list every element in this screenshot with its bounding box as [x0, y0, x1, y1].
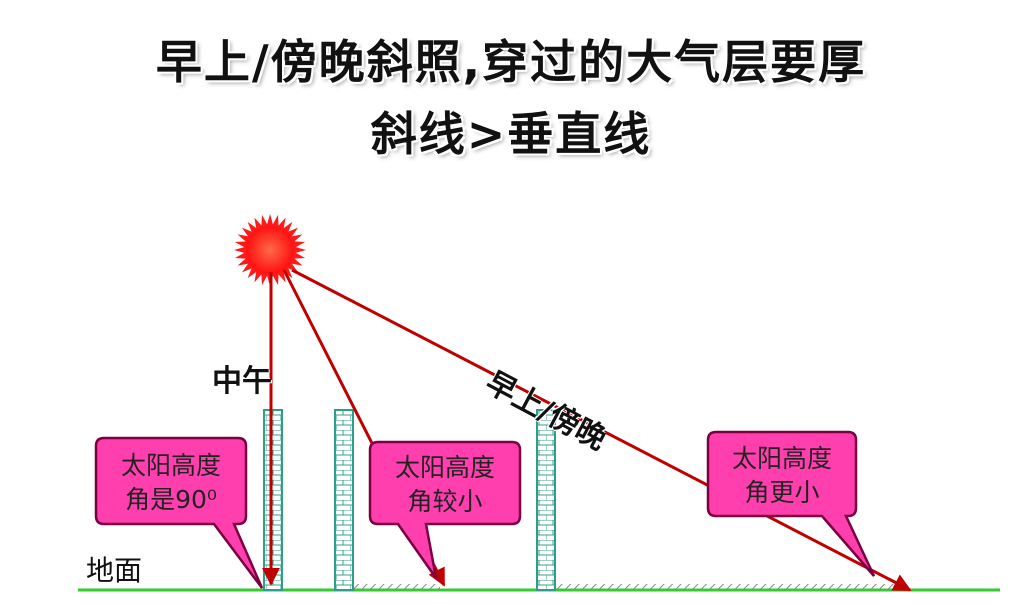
callout-noon-line2: 角是90⁰ [125, 485, 217, 514]
ground-label: 地面 [86, 554, 143, 587]
callout-smallest-line1: 太阳高度 [732, 444, 832, 473]
title-line-1: 早上/傍晚斜照,穿过的大气层要厚 [155, 35, 867, 89]
wall-3 [536, 409, 556, 591]
ground-hatch-1 [352, 584, 440, 590]
callout-noon: 太阳高度 角是90⁰ [94, 436, 264, 589]
noon-label: 中午 [212, 364, 272, 399]
sun-icon [234, 214, 306, 286]
title-line-2: 斜线>垂直线 [370, 107, 652, 161]
callout-smaller-line1: 太阳高度 [395, 453, 495, 482]
callout-smallest-line2: 角更小 [744, 478, 819, 507]
callout-smaller-line2: 角较小 [407, 487, 482, 516]
wall-2 [334, 409, 354, 591]
ray-evening [291, 268, 912, 592]
callout-noon-line1: 太阳高度 [121, 451, 221, 480]
wall-1 [263, 409, 283, 591]
ground-hatch-2 [555, 584, 900, 590]
callout-smaller-angle: 太阳高度 角较小 [368, 440, 522, 579]
callout-smallest-angle: 太阳高度 角更小 [706, 430, 876, 577]
